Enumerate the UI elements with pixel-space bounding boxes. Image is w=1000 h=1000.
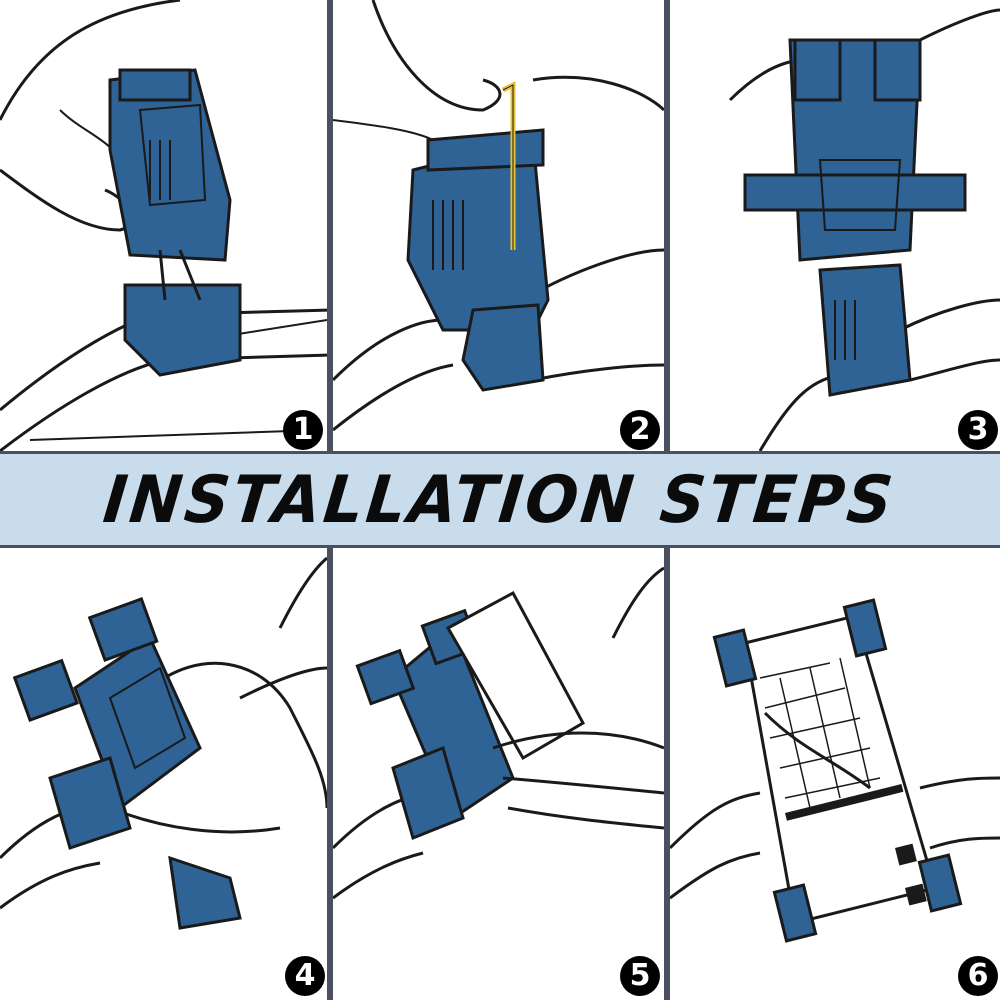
- step-2-illustration: [333, 0, 664, 432]
- step-4-badge: 4: [285, 956, 325, 996]
- step-5-illustration: [333, 566, 664, 900]
- banner-title: INSTALLATION STEPS: [100, 461, 900, 538]
- divider-top-right: [664, 0, 670, 451]
- title-banner: INSTALLATION STEPS: [0, 451, 1000, 548]
- step-1-illustration: [0, 0, 327, 451]
- step-1-panel: 1: [0, 0, 327, 451]
- step-2-badge: 2: [620, 410, 660, 450]
- step-3-badge: 3: [958, 410, 998, 450]
- step-1-badge: 1: [283, 410, 323, 450]
- divider-bottom-left: [327, 548, 333, 1000]
- step-5-panel: 5: [333, 548, 664, 1000]
- step-6-panel: 6: [670, 548, 1000, 1000]
- step-6-badge: 6: [958, 956, 998, 996]
- step-6-illustration: [670, 598, 1000, 943]
- step-4-panel: 4: [0, 548, 327, 1000]
- step-3-panel: 3: [670, 0, 1000, 451]
- step-4-illustration: [0, 556, 327, 930]
- divider-bottom-right: [664, 548, 670, 1000]
- step-3-illustration: [728, 8, 1000, 451]
- step-2-panel: 2: [333, 0, 664, 451]
- divider-top-left: [327, 0, 333, 451]
- step-5-badge: 5: [620, 956, 660, 996]
